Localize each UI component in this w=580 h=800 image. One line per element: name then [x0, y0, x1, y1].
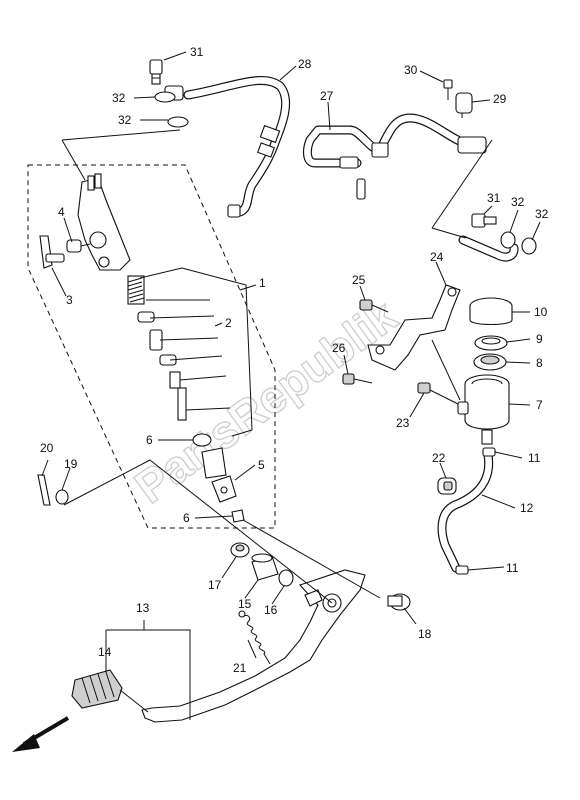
fitting-4 [66, 239, 91, 253]
callout-17: 17 [208, 578, 222, 592]
hose-joint-3 [39, 235, 65, 269]
callout-5: 5 [258, 458, 265, 472]
callout-11-top: 11 [528, 451, 541, 465]
callout-labels: 31 32 32 28 30 27 29 4 3 1 2 31 32 32 24… [40, 45, 549, 675]
washer-32-c [500, 231, 516, 249]
hose-clip-11-bottom [455, 565, 469, 575]
washer-32-d [521, 237, 537, 255]
callout-8: 8 [536, 356, 543, 370]
callout-32-d: 32 [535, 207, 549, 221]
callout-1: 1 [259, 276, 266, 290]
callout-21: 21 [233, 661, 247, 675]
callout-31-right: 31 [487, 191, 501, 205]
diaphragm-plate-9 [474, 335, 508, 351]
cotter-pin-20 [37, 474, 51, 506]
footrest-rubber-14 [71, 669, 149, 713]
reservoir-bracket-24 [367, 284, 461, 371]
collar-15 [251, 553, 279, 581]
callout-11-bottom: 11 [506, 561, 519, 575]
callout-27: 27 [320, 89, 334, 103]
front-direction-arrow-icon [12, 716, 70, 752]
washer-32-a [154, 91, 176, 103]
diaphragm-8 [473, 353, 507, 371]
callout-14: 14 [98, 645, 112, 659]
pivot-pin-18 [387, 593, 411, 611]
callout-19: 19 [64, 457, 78, 471]
leader-lines [41, 51, 541, 720]
hose-clip-11-top [482, 447, 496, 457]
callout-6-lower: 6 [183, 511, 190, 525]
washer-19 [55, 489, 69, 505]
callout-32-c: 32 [511, 195, 525, 209]
master-cylinder-body [77, 173, 131, 271]
callout-9: 9 [536, 332, 543, 346]
reservoir-cap-10 [469, 297, 513, 326]
brake-pedal-13 [141, 569, 366, 723]
callout-16: 16 [264, 603, 278, 617]
callout-6-upper: 6 [146, 433, 153, 447]
master-cylinder-assembly-frame [27, 164, 276, 529]
brake-hose-28 [164, 75, 291, 218]
callout-20: 20 [40, 441, 54, 455]
clevis-5 [211, 475, 237, 503]
callout-29: 29 [493, 92, 507, 106]
bolt-26 [342, 373, 373, 385]
piston-cup [137, 311, 155, 323]
watermark: PartsRepublik [125, 289, 406, 513]
return-spring [127, 275, 145, 305]
hose-clamp-22 [437, 477, 457, 495]
banjo-elbow [458, 235, 519, 262]
callout-32-b: 32 [118, 113, 132, 127]
callout-2: 2 [225, 316, 232, 330]
callout-25: 25 [352, 273, 366, 287]
callout-15: 15 [238, 597, 252, 611]
nut-6-upper [192, 433, 212, 447]
callout-22: 22 [432, 451, 446, 465]
callout-12: 12 [520, 501, 534, 515]
callout-28: 28 [298, 57, 312, 71]
banjo-bolt-31-top [149, 59, 163, 85]
callout-7: 7 [536, 398, 543, 412]
callout-30: 30 [404, 63, 418, 77]
screw-30 [443, 79, 453, 100]
callout-10: 10 [534, 305, 548, 319]
washer-16 [278, 569, 294, 587]
callout-26: 26 [332, 341, 346, 355]
nut-6-lower [231, 509, 245, 523]
callout-3: 3 [66, 293, 73, 307]
bolt-25 [359, 299, 389, 313]
banjo-bolt-31-right [471, 213, 497, 228]
callout-13: 13 [136, 601, 150, 615]
return-spring-21 [238, 610, 271, 665]
callout-24: 24 [430, 250, 444, 264]
bushing-17 [230, 542, 250, 558]
brake-hose-27 [302, 113, 487, 200]
callout-32-a: 32 [112, 91, 126, 105]
callout-4: 4 [58, 205, 65, 219]
hose-clamp-29 [455, 92, 473, 118]
washer-32-b [167, 116, 189, 128]
reservoir-tank-7 [457, 374, 510, 445]
reservoir-hose-12 [437, 450, 494, 573]
callout-18: 18 [418, 627, 432, 641]
callout-31-top: 31 [190, 45, 204, 59]
boot [201, 447, 227, 479]
callout-23: 23 [396, 416, 410, 430]
